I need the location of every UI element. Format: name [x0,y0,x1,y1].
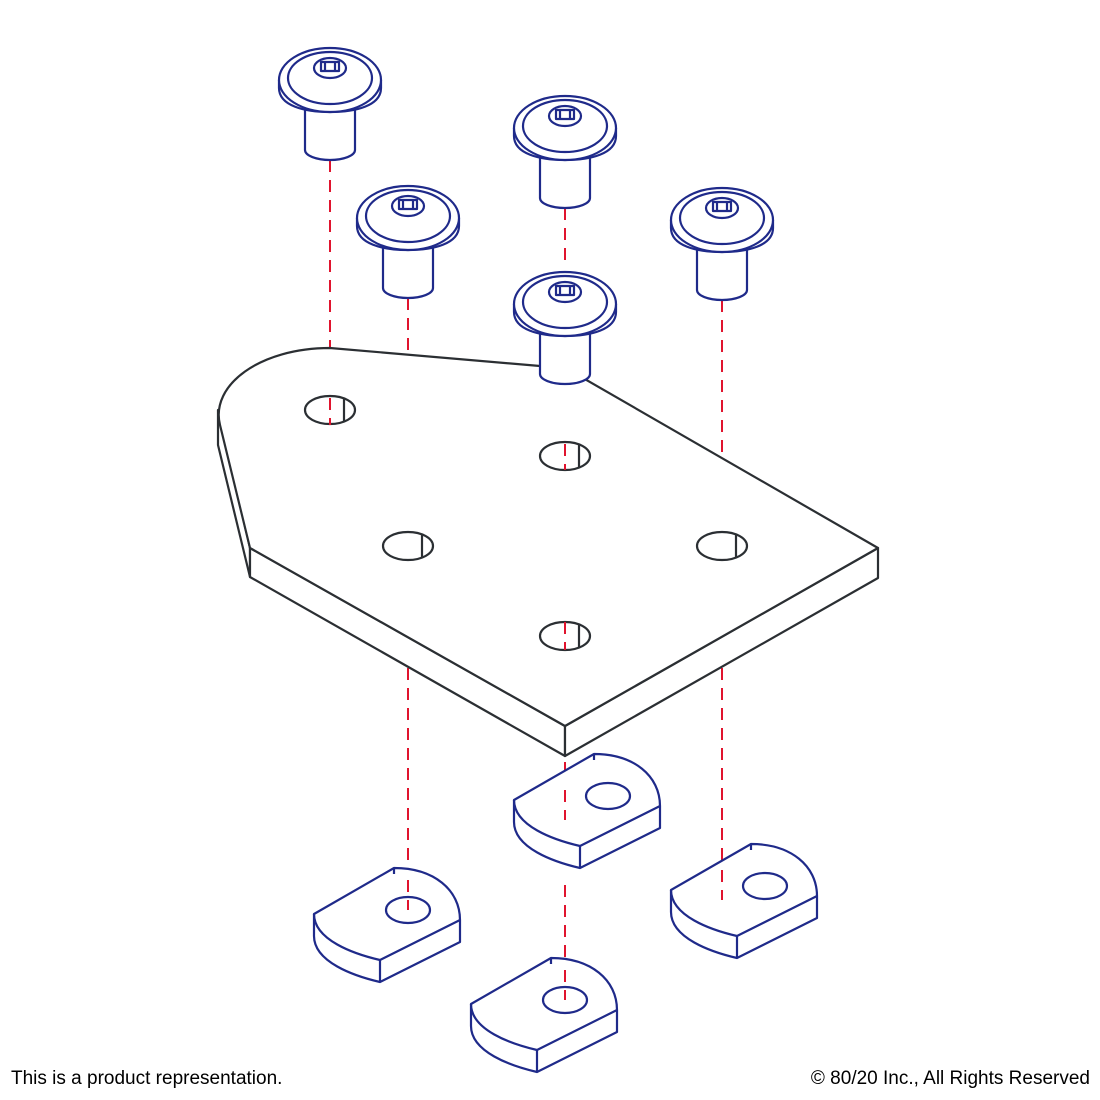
axis-through-nuts [407,790,723,1000]
bolt-1 [277,46,383,162]
axis-through-holes [329,398,566,650]
t-nut-3 [669,842,819,960]
plate-hole [695,530,749,562]
bolts [277,46,775,386]
bolt-5 [669,186,775,302]
t-nut-4 [469,956,619,1074]
copyright-text: © 80/20 Inc., All Rights Reserved [810,1068,1090,1089]
t-nut-2 [312,866,462,984]
plate-hole [381,530,435,562]
plate-holes [303,394,749,652]
plate-top-face [217,346,880,728]
gusset-plate [216,346,880,758]
bolt-2 [355,184,461,300]
t-nut-1 [512,752,662,870]
bolt-3 [512,94,618,210]
disclaimer-text: This is a product representation. [11,1068,283,1089]
